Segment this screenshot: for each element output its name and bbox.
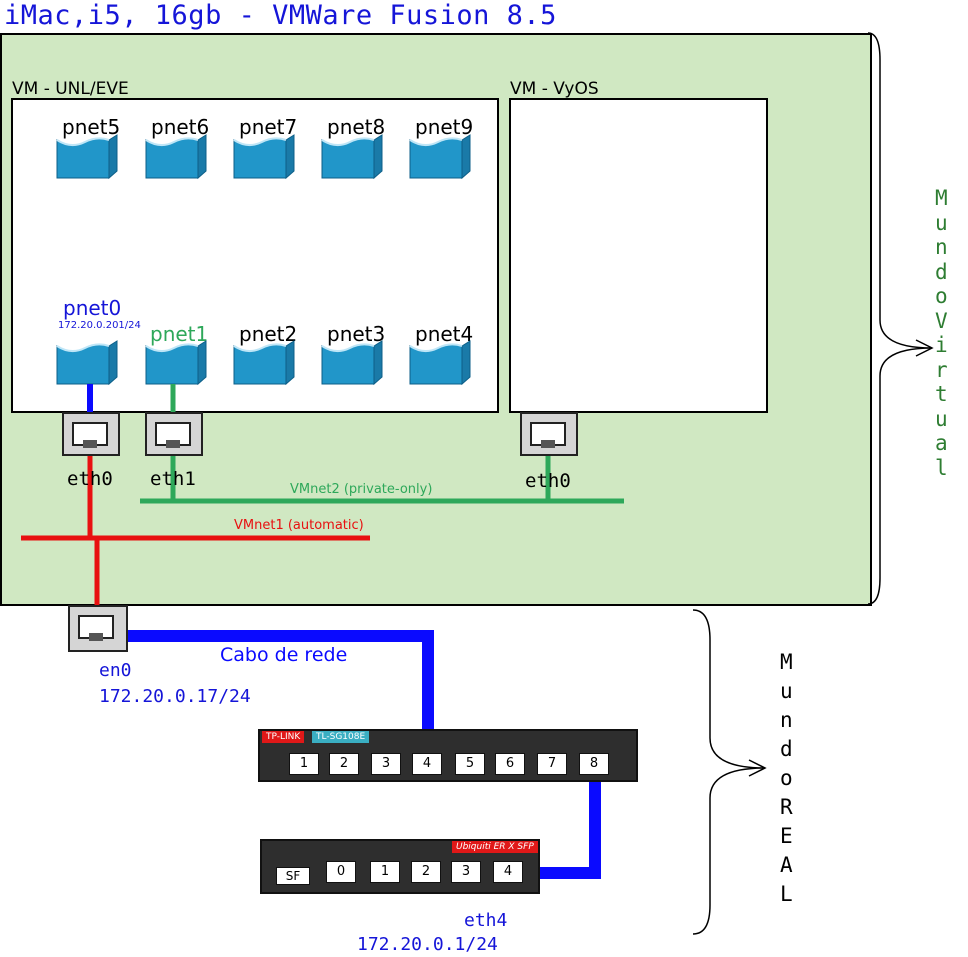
tplink-port-6: 6: [495, 753, 525, 775]
mundo-virtual-char: l: [935, 455, 948, 480]
pnet5-icon: [56, 134, 118, 179]
vm-unl-label: VM - UNL/EVE: [12, 79, 129, 99]
mundo-virtual-char: t: [935, 382, 948, 406]
vyos-eth0-label: eth0: [525, 470, 571, 492]
mundo-virtual-label: M u n d o V i r t u a l: [935, 186, 948, 480]
vmnet2-label: VMnet2 (private-only): [290, 482, 433, 497]
ubiquiti-port-0: 0: [326, 861, 356, 883]
en0-port-icon: [68, 605, 128, 652]
tplink-port-7: 7: [537, 753, 567, 775]
pnet4-label: pnet4: [415, 322, 474, 346]
pnet9-icon: [409, 134, 471, 179]
pnet1-icon: [145, 340, 207, 385]
unl-eth1-port-icon: [145, 412, 203, 456]
cable-tplink-ubiquiti: [525, 775, 601, 879]
arrow-virtual-icon: [915, 339, 934, 357]
mundo-real-char: M: [780, 650, 793, 674]
pnet0-ip: 172.20.0.201/24: [58, 320, 141, 331]
pnet3-label: pnet3: [327, 322, 386, 346]
tplink-port-1: 1: [289, 753, 319, 775]
vm-vyos-label: VM - VyOS: [510, 79, 599, 99]
mundo-real-char: d: [780, 737, 793, 761]
pnet9-label: pnet9: [415, 115, 474, 139]
mundo-virtual-char: d: [935, 259, 948, 284]
pnet2-icon: [233, 340, 295, 385]
ubiquiti-port-2: 2: [411, 861, 441, 883]
eth4-ip: 172.20.0.1/24: [357, 934, 498, 955]
mundo-virtual-char: u: [935, 406, 948, 431]
pnet2-label: pnet2: [239, 322, 298, 346]
mundo-real-char: E: [780, 824, 793, 848]
mundo-real-char: n: [780, 708, 793, 732]
mundo-virtual-char: o: [935, 284, 948, 308]
vmnet1-label: VMnet1 (automatic): [234, 518, 364, 533]
ubiquiti-brand: Ubiquiti ER X SFP: [452, 841, 538, 853]
en0-ip: 172.20.0.17/24: [99, 686, 251, 707]
mundo-real-char: R: [780, 795, 793, 819]
mundo-real-char: o: [780, 766, 793, 790]
ubiquiti-port-4: 4: [493, 861, 523, 883]
pnet0-label: pnet0: [63, 296, 122, 320]
pnet5-label: pnet5: [62, 115, 121, 139]
mundo-virtual-char: M: [935, 186, 948, 210]
mundo-virtual-char: V: [935, 308, 948, 333]
ubiquiti-port-3: 3: [451, 861, 481, 883]
mundo-real-char: L: [780, 882, 793, 906]
pnet6-label: pnet6: [151, 115, 210, 139]
unl-eth0-label: eth0: [67, 468, 113, 490]
tplink-brand: TP-LINK: [262, 731, 305, 743]
unl-eth0-port-icon: [62, 412, 120, 456]
tplink-port-2: 2: [329, 753, 359, 775]
ubiquiti-sfp-port: SF: [276, 867, 310, 885]
unl-eth1-label: eth1: [150, 468, 196, 490]
eth4-label: eth4: [464, 910, 508, 931]
tplink-port-8: 8: [579, 753, 609, 775]
mundo-real-label: M u n d o R E A L: [780, 648, 793, 909]
pnet0-icon: [56, 340, 118, 385]
pnet1-label: pnet1: [150, 322, 209, 346]
pnet7-label: pnet7: [239, 115, 298, 139]
mundo-virtual-char: r: [935, 357, 948, 382]
pnet4-icon: [409, 340, 471, 385]
tplink-port-5: 5: [455, 753, 485, 775]
mundo-virtual-char: i: [935, 333, 948, 357]
en0-label: en0: [99, 660, 132, 681]
mundo-real-char: A: [780, 853, 793, 877]
vm-vyos-box: [509, 98, 768, 413]
brace-virtual: [867, 32, 933, 605]
ubiquiti-port-1: 1: [370, 861, 400, 883]
pnet6-icon: [145, 134, 207, 179]
vyos-eth0-port-icon: [520, 412, 578, 456]
arrow-real-icon: [748, 759, 767, 777]
pnet3-icon: [321, 340, 383, 385]
cable-en0-tplink: [128, 630, 434, 752]
mundo-virtual-char: a: [935, 431, 948, 455]
tplink-port-3: 3: [371, 753, 401, 775]
pnet7-icon: [233, 134, 295, 179]
pnet8-label: pnet8: [327, 115, 386, 139]
cable-label: Cabo de rede: [220, 644, 348, 666]
brace-real: [692, 609, 766, 935]
mundo-real-char: u: [780, 679, 793, 703]
pnet8-icon: [321, 134, 383, 179]
diagram-title: iMac,i5, 16gb - VMWare Fusion 8.5: [4, 0, 557, 31]
tplink-port-4: 4: [412, 753, 442, 775]
mundo-virtual-char: n: [935, 235, 948, 259]
mundo-virtual-char: u: [935, 210, 948, 235]
tplink-model: TL-SG108E: [312, 731, 370, 743]
